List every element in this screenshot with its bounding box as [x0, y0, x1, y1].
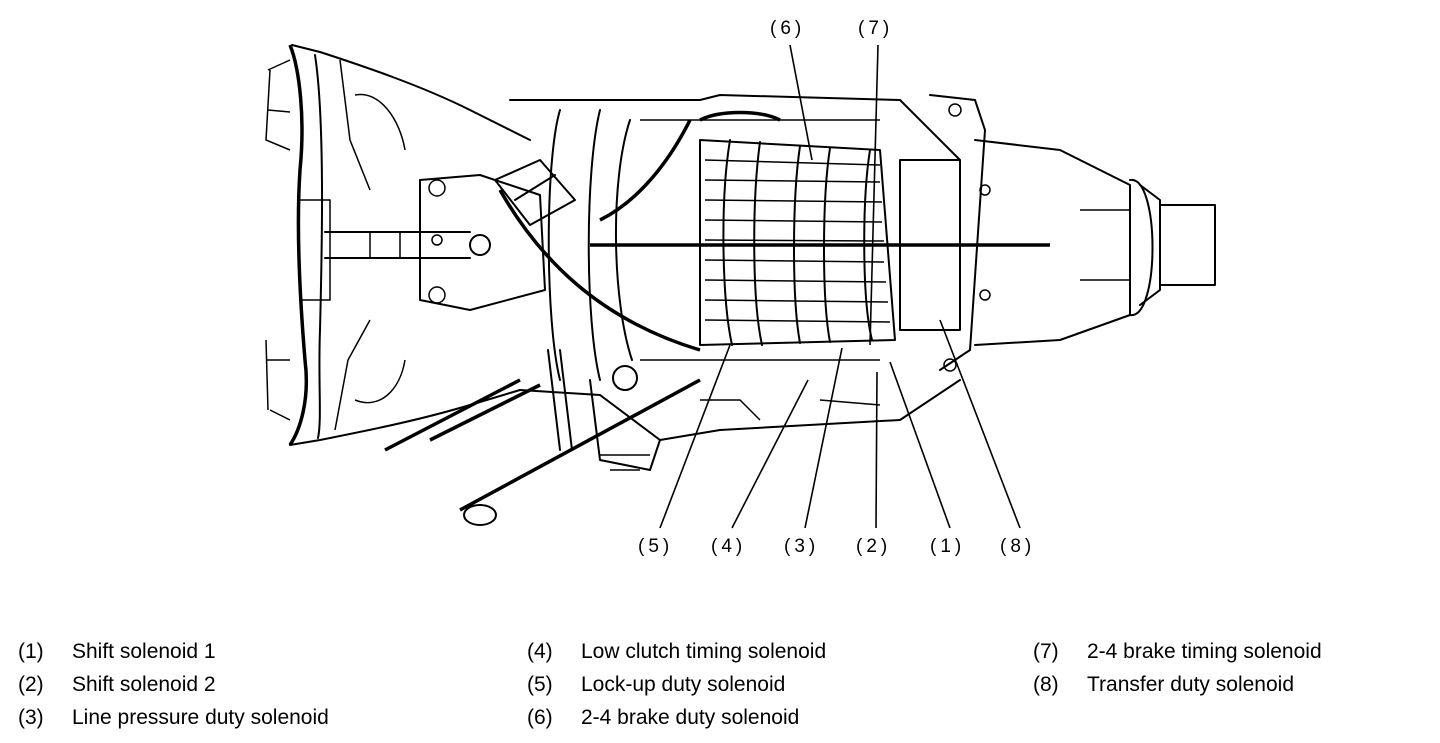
legend-number: (7)	[1033, 640, 1059, 663]
legend-item: (3) Line pressure duty solenoid	[18, 701, 329, 734]
callout-labels: (6) (7) (5) (4) (3) (2) (1) (8)	[638, 18, 1035, 557]
legend-label: 2-4 brake timing solenoid	[1087, 640, 1322, 663]
legend-item: (8) Transfer duty solenoid	[1033, 668, 1322, 701]
callout-8: (8)	[1000, 536, 1035, 557]
oil-pan	[384, 349, 881, 526]
legend-label: Transfer duty solenoid	[1087, 673, 1294, 696]
callout-5: (5)	[638, 536, 673, 557]
torque-converter-housing	[265, 44, 531, 446]
leader-lines	[659, 44, 1021, 529]
callout-3: (3)	[784, 536, 819, 557]
legend-number: (8)	[1033, 673, 1059, 696]
wiring-harness	[494, 110, 781, 352]
callout-6: (6)	[770, 18, 805, 39]
extension-housing	[899, 94, 1131, 372]
legend-item: (2) Shift solenoid 2	[18, 668, 329, 701]
legend-item: (1) Shift solenoid 1	[18, 635, 329, 668]
legend-number: (1)	[18, 640, 44, 663]
legend-number: (4)	[527, 640, 553, 663]
legend-number: (6)	[527, 706, 553, 729]
legend-label: Shift solenoid 1	[72, 640, 216, 663]
legend-label: Lock-up duty solenoid	[581, 673, 786, 696]
input-shaft	[324, 231, 491, 259]
legend-column-1: (1)Shift solenoid 1 (2)Shift solenoid 2 …	[18, 635, 329, 734]
callout-2: (2)	[856, 536, 891, 557]
legend-number: (3)	[18, 706, 44, 729]
legend-label: Low clutch timing solenoid	[581, 640, 827, 663]
legend-column-3: (7) 2-4 brake timing solenoid (8) Transfer…	[1033, 635, 1322, 701]
legend-item: (4) Low clutch timing solenoid	[527, 635, 826, 668]
legend-item: (5) Lock-up duty solenoid	[527, 668, 826, 701]
valve-body	[590, 139, 1050, 346]
legend-number: (2)	[18, 673, 44, 696]
legend-column-2: (4) Low clutch timing solenoid (5) Lock-up…	[527, 635, 826, 734]
legend-label: Shift solenoid 2	[72, 673, 216, 696]
callout-7: (7)	[858, 18, 893, 39]
legend-label: Line pressure duty solenoid	[72, 706, 329, 729]
legend-label: 2-4 brake duty solenoid	[581, 706, 800, 729]
oil-pump-plate	[419, 174, 546, 311]
main-case	[509, 94, 961, 441]
callout-1: (1)	[930, 536, 965, 557]
legend-item: (6) 2-4 brake duty solenoid	[527, 701, 826, 734]
legend-item: (7) 2-4 brake timing solenoid	[1033, 635, 1322, 668]
callout-4: (4)	[711, 536, 746, 557]
output-yoke	[1080, 178, 1216, 317]
legend-number: (5)	[527, 673, 553, 696]
